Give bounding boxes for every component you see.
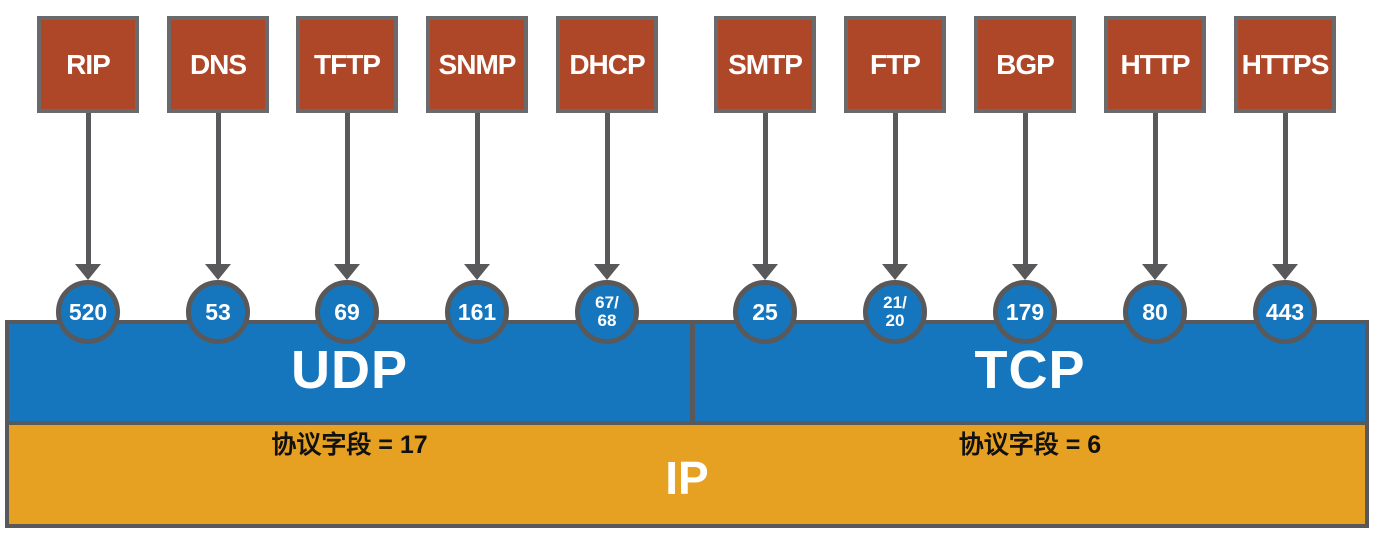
port-badge: 67/ 68 xyxy=(575,280,639,344)
port-badge: 161 xyxy=(445,280,509,344)
arrow-down-line xyxy=(474,113,480,264)
tcp-protocol-field: 协议字段 = 6 xyxy=(958,431,1102,459)
port-number: 179 xyxy=(1005,298,1045,325)
port-number: 443 xyxy=(1265,298,1305,325)
udp-label: UDP xyxy=(290,339,408,400)
port-badge: 520 xyxy=(56,280,120,344)
port-number: 53 xyxy=(205,298,231,325)
arrow-down-line xyxy=(762,113,768,264)
protocol-box: HTTP xyxy=(1104,16,1206,113)
protocol-box-label: TFTP xyxy=(314,48,381,80)
arrow-down-line xyxy=(1022,113,1028,264)
protocol-column-http: HTTP 80 xyxy=(1104,16,1206,344)
arrow-down-head xyxy=(464,264,490,280)
protocol-column-snmp: SNMP 161 xyxy=(426,16,528,344)
protocol-column-dhcp: DHCP 67/ 68 xyxy=(556,16,658,344)
tcp-section: TCP xyxy=(695,324,1365,421)
protocol-box: SNMP xyxy=(426,16,528,113)
tcp-label: TCP xyxy=(974,339,1086,400)
port-number: 25 xyxy=(752,298,778,325)
port-badge: 443 xyxy=(1253,280,1317,344)
arrow-down-line xyxy=(1152,113,1158,264)
arrow-down-head xyxy=(1272,264,1298,280)
arrow-down-line xyxy=(85,113,91,264)
protocol-box-label: SMTP xyxy=(728,48,803,80)
udp-protocol-field: 协议字段 = 17 xyxy=(271,431,428,459)
arrow-down-head xyxy=(75,264,101,280)
protocol-box-label: RIP xyxy=(66,48,111,80)
arrow-down-line xyxy=(344,113,350,264)
udp-section: UDP xyxy=(9,324,690,421)
protocol-box-label: DNS xyxy=(189,48,247,80)
protocol-box-label: SNMP xyxy=(438,48,517,80)
protocol-column-dns: DNS 53 xyxy=(167,16,269,344)
ip-label: IP xyxy=(665,452,709,504)
arrow-down-line xyxy=(215,113,221,264)
port-badge: 80 xyxy=(1123,280,1187,344)
arrow-down-line xyxy=(604,113,610,264)
port-number: 161 xyxy=(457,298,497,325)
arrow-down-head xyxy=(1142,264,1168,280)
protocol-box: RIP xyxy=(37,16,139,113)
layer-stack: UDP TCP 协议字段 = 17 协议字段 = 6 IP xyxy=(5,320,1369,528)
arrow-down-head xyxy=(882,264,908,280)
protocol-box-label: DHCP xyxy=(569,48,645,80)
protocol-column-tftp: TFTP 69 xyxy=(296,16,398,344)
protocol-box: DNS xyxy=(167,16,269,113)
port-number: 80 xyxy=(1142,298,1168,325)
arrow-down-head xyxy=(334,264,360,280)
port-badge: 53 xyxy=(186,280,250,344)
protocol-box: HTTPS xyxy=(1234,16,1336,113)
arrow-down-line xyxy=(892,113,898,264)
protocol-box-label: HTTPS xyxy=(1241,48,1330,80)
protocol-box: SMTP xyxy=(714,16,816,113)
protocol-column-smtp: SMTP 25 xyxy=(714,16,816,344)
protocol-box: TFTP xyxy=(296,16,398,113)
protocol-column-bgp: BGP 179 xyxy=(974,16,1076,344)
port-number: 520 xyxy=(68,298,108,325)
port-number: 21/ 20 xyxy=(883,293,907,330)
protocol-box-label: BGP xyxy=(996,48,1055,80)
protocol-box: FTP xyxy=(844,16,946,113)
protocol-box-label: HTTP xyxy=(1120,48,1190,80)
arrow-down-head xyxy=(752,264,778,280)
arrow-down-head xyxy=(205,264,231,280)
arrow-down-head xyxy=(594,264,620,280)
port-badge: 179 xyxy=(993,280,1057,344)
port-badge: 69 xyxy=(315,280,379,344)
protocol-column-https: HTTPS 443 xyxy=(1234,16,1336,344)
port-number: 69 xyxy=(334,298,360,325)
protocol-box: BGP xyxy=(974,16,1076,113)
protocol-column-rip: RIP 520 xyxy=(37,16,139,344)
port-number: 67/ 68 xyxy=(595,293,619,330)
arrow-down-line xyxy=(1282,113,1288,264)
udp-tcp-divider xyxy=(690,324,695,421)
ip-layer-bar: 协议字段 = 17 协议字段 = 6 IP xyxy=(5,425,1369,528)
port-badge: 21/ 20 xyxy=(863,280,927,344)
port-badge: 25 xyxy=(733,280,797,344)
arrow-down-head xyxy=(1012,264,1038,280)
protocol-box: DHCP xyxy=(556,16,658,113)
protocol-box-label: FTP xyxy=(870,48,921,80)
protocol-column-ftp: FTP 21/ 20 xyxy=(844,16,946,344)
